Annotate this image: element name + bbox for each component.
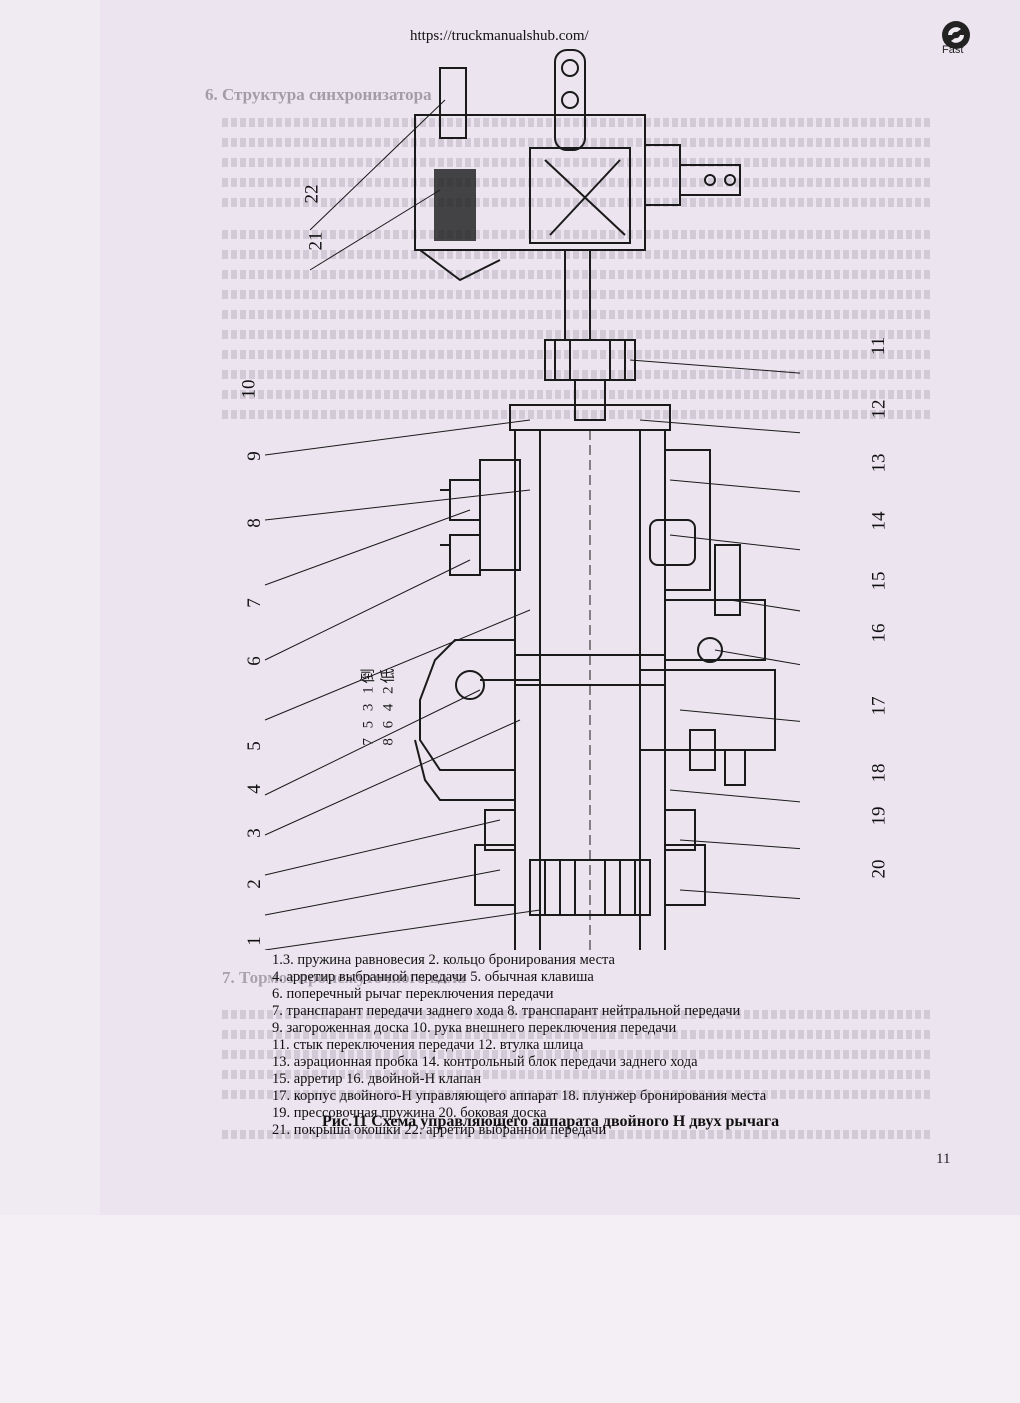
breather: [649, 519, 696, 566]
manual-page: [100, 0, 1020, 1216]
reverse-block: [714, 544, 741, 616]
callout-6: 6: [243, 656, 265, 666]
legend-line: 15. арретир 16. двойной-Н клапан: [272, 1071, 482, 1087]
shift-mechanism-drawing: [264, 49, 800, 950]
callout-5: 5: [243, 741, 265, 751]
bleed-through-line: [222, 178, 932, 187]
callout-3: 3: [243, 828, 265, 838]
bleed-through-line: [222, 390, 932, 399]
bleed-through-line: [222, 1070, 932, 1079]
upper-gear-case: [529, 147, 631, 244]
source-url[interactable]: https://truckmanualshub.com/: [410, 28, 589, 44]
bleed-through-line: [222, 290, 932, 299]
gear-marks-top: 7 5 3 1倒: [360, 665, 377, 746]
lever-fork: [554, 49, 586, 151]
bleed-through-line: [222, 1050, 932, 1059]
legend-line: 6. поперечный рычаг переключения передач…: [272, 986, 554, 1002]
cross-lever: [419, 639, 515, 771]
double-h-valve: [639, 669, 776, 751]
figure-caption: Рис.11 Схема управляющего аппарата двойн…: [322, 1113, 780, 1130]
bleed-through-line: [222, 270, 932, 279]
bleed-through-line: [222, 350, 932, 359]
callout-4: 4: [243, 784, 265, 794]
bleed-through-line: [222, 198, 932, 207]
legend-line: 19. прессовочная пружина 20. боковая дос…: [272, 1105, 547, 1121]
bleed-through-line: [222, 1130, 932, 1139]
legend-line: 1.3. пружина равновесия 2. кольцо бронир…: [272, 952, 615, 968]
bleed-through-line: [222, 1010, 932, 1019]
bleed-through-line: [222, 230, 932, 239]
bleed-through-heading: 6. Структура синхронизатора: [205, 85, 432, 104]
callout-11: 11: [868, 336, 890, 356]
legend-line: 7. транспарант передачи заднего хода 8. …: [272, 1003, 741, 1019]
gear-marks-bottom: 8 6 4 2低: [380, 665, 397, 746]
bleed-through-line: [222, 138, 932, 147]
callout-1: 1: [243, 936, 265, 946]
reverse-switch: [449, 534, 481, 576]
coupling: [544, 339, 636, 381]
bleed-through-line: [222, 370, 932, 379]
logo-text: Fast: [942, 44, 964, 56]
neutral-switch: [449, 479, 481, 521]
legend-line: 21. покрыша окошки 22. арретир выбранной…: [272, 1122, 607, 1138]
bleed-through-line: [222, 410, 932, 419]
fast-logo-icon: [942, 21, 970, 49]
callout-9: 9: [243, 451, 265, 461]
page-number: 11: [936, 1151, 951, 1167]
callout-20: 20: [868, 859, 890, 879]
figure-legend: 1.3. пружина равновесия 2. кольцо бронир…: [272, 952, 766, 1139]
callout-7: 7: [243, 598, 265, 608]
callout-15: 15: [868, 571, 890, 591]
bleed-through-line: [222, 330, 932, 339]
side-stud: [679, 164, 741, 196]
lower-sheet: [0, 1215, 1020, 1403]
legend-line: 11. стык переключения передачи 12. втулк…: [272, 1037, 584, 1053]
callout-13: 13: [868, 453, 890, 473]
legend-line: 17. корпус двойного-Н управляющего аппар…: [272, 1088, 767, 1104]
spring-pack: [529, 859, 651, 916]
callout-22: 22: [301, 184, 323, 204]
bleed-through-line: [222, 158, 932, 167]
bleed-through-heading: 7. Тормоз промежуточного вала: [222, 968, 466, 987]
callout-12: 12: [868, 399, 890, 419]
bleed-through-line: [222, 1030, 932, 1039]
legend-line: 9. загороженная доска 10. рука внешнего …: [272, 1020, 677, 1036]
bleed-through-line: [222, 310, 932, 319]
callout-18: 18: [868, 763, 890, 783]
bleed-through-line: [222, 118, 932, 127]
callout-16: 16: [868, 623, 890, 643]
callout-21: 21: [305, 231, 327, 251]
callout-19: 19: [868, 806, 890, 826]
callout-14: 14: [868, 511, 890, 531]
bleed-through-line: [222, 1090, 932, 1099]
legend-line: 4. арретир выбранной передачи 5. обычная…: [272, 969, 594, 985]
callout-8: 8: [243, 518, 265, 528]
legend-line: 13. аэрационная пробка 14. контрольный б…: [272, 1054, 698, 1070]
center-shaft-top: [564, 249, 591, 341]
bleed-through-line: [222, 250, 932, 259]
top-left-rod: [439, 67, 467, 139]
callout-2: 2: [243, 879, 265, 889]
callout-10: 10: [238, 379, 260, 399]
callout-17: 17: [868, 696, 890, 716]
